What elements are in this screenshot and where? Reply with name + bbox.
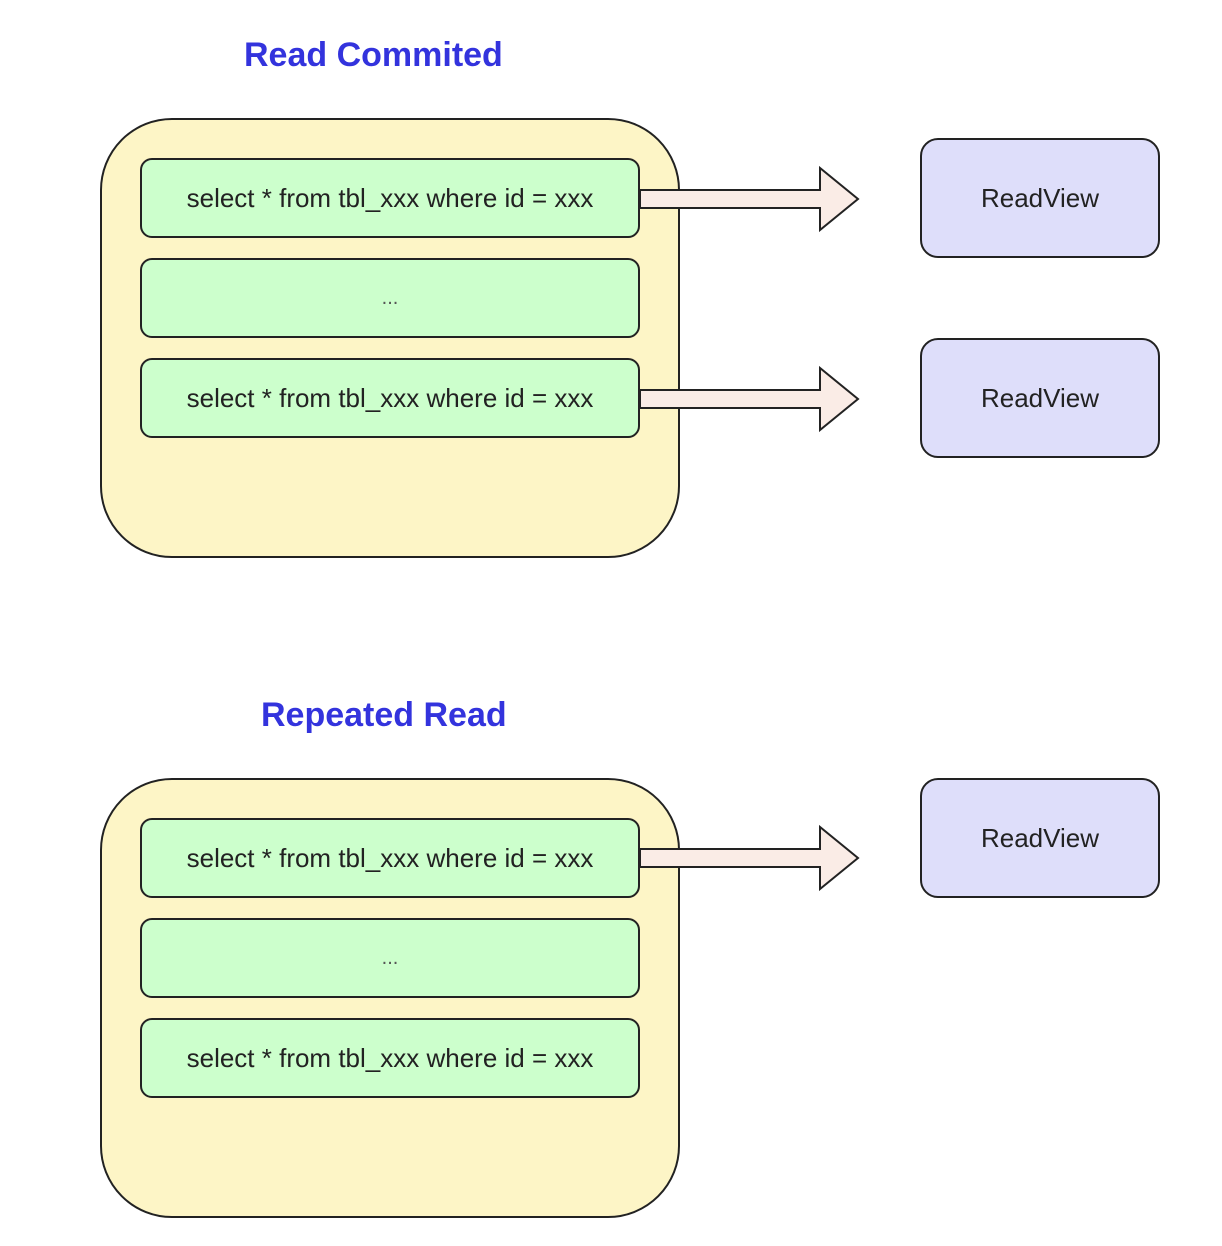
section-title-repeated-read: Repeated Read — [261, 696, 507, 734]
section-title-read-committed: Read Commited — [244, 36, 503, 74]
readview-box: ReadView — [920, 338, 1160, 458]
statement-ellipsis: ... — [140, 918, 640, 998]
statement-first: select * from tbl_xxx where id = xxx — [140, 818, 640, 898]
arrow-to-readview — [639, 365, 860, 433]
arrow-to-readview — [639, 165, 860, 233]
readview-box: ReadView — [920, 138, 1160, 258]
statement-ellipsis: ... — [140, 258, 640, 338]
arrow-to-readview — [639, 824, 860, 892]
statement-first: select * from tbl_xxx where id = xxx — [140, 158, 640, 238]
statement-last: select * from tbl_xxx where id = xxx — [140, 1018, 640, 1098]
readview-box: ReadView — [920, 778, 1160, 898]
statement-last: select * from tbl_xxx where id = xxx — [140, 358, 640, 438]
